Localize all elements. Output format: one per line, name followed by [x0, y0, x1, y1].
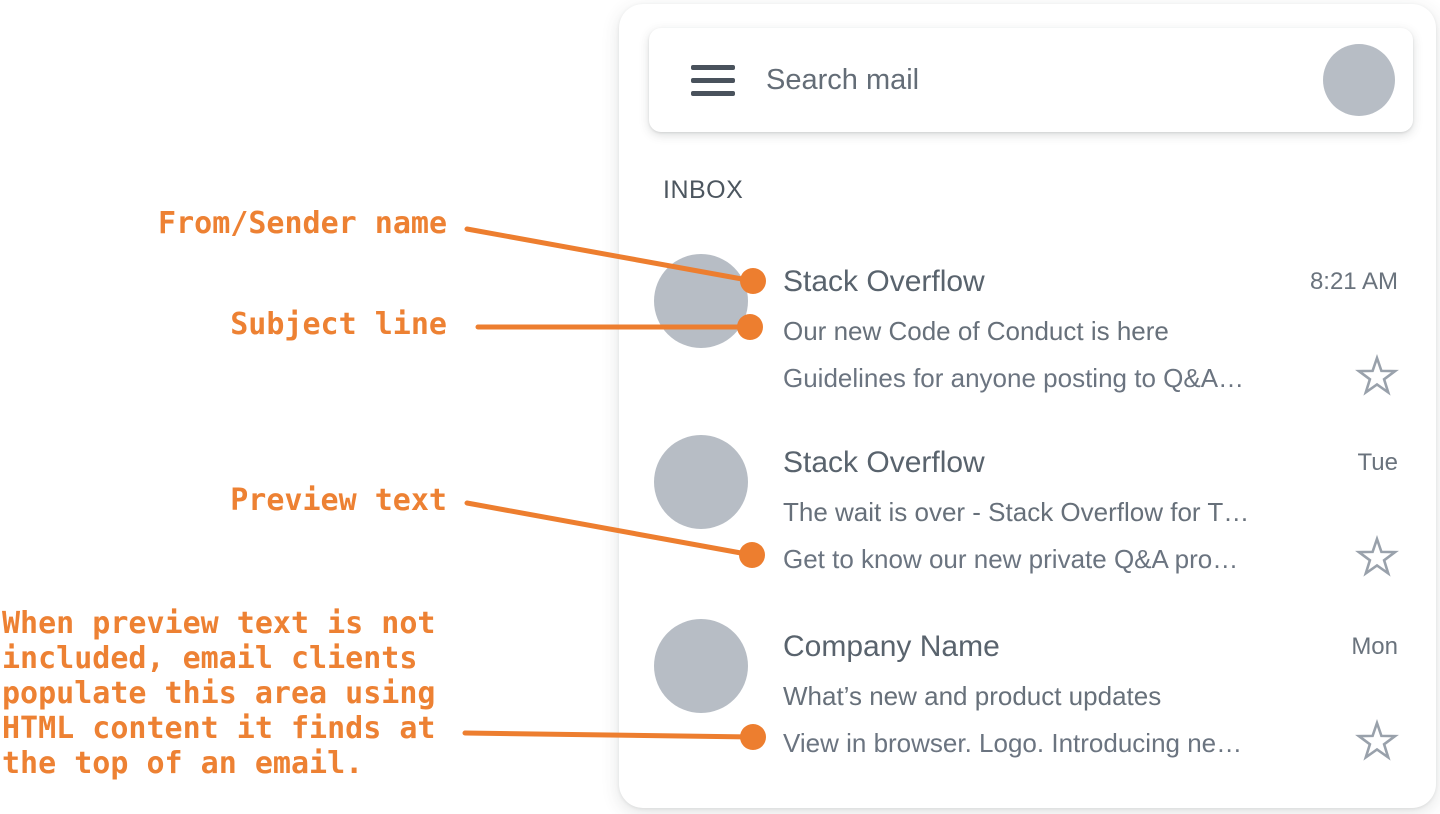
star-outline-icon[interactable]	[1355, 535, 1399, 579]
email-preview: Guidelines for anyone posting to Q&A…	[783, 363, 1245, 393]
mail-app-card: INBOX Stack Overflow 8:21 AM Our new Cod…	[619, 4, 1436, 808]
email-sender: Company Name	[783, 630, 1000, 663]
email-preview: View in browser. Logo. Introducing ne…	[783, 728, 1243, 758]
email-time: Mon	[1351, 633, 1398, 660]
annotation-note-paragraph: When preview text is not included, email…	[2, 606, 436, 781]
annotation-subject-label: Subject line	[230, 307, 447, 342]
email-time: 8:21 AM	[1309, 268, 1398, 295]
search-input[interactable]	[766, 63, 1323, 97]
email-time: Tue	[1357, 449, 1398, 476]
email-row[interactable]: Stack Overflow 8:21 AM Our new Code of C…	[619, 254, 1436, 414]
sender-avatar	[654, 435, 748, 529]
profile-avatar[interactable]	[1323, 44, 1395, 116]
search-bar[interactable]	[649, 28, 1413, 132]
hamburger-icon[interactable]	[691, 64, 735, 96]
annotation-from-sender-label: From/Sender name	[158, 206, 447, 241]
email-preview: Get to know our new private Q&A pro…	[783, 544, 1239, 574]
sender-avatar	[654, 254, 748, 348]
email-row[interactable]: Stack Overflow Tue The wait is over - St…	[619, 435, 1436, 595]
sender-avatar	[654, 619, 748, 713]
email-subject: What’s new and product updates	[783, 681, 1162, 711]
annotation-preview-label: Preview text	[230, 483, 447, 518]
star-outline-icon[interactable]	[1355, 719, 1399, 763]
email-subject: Our new Code of Conduct is here	[783, 316, 1169, 346]
email-row[interactable]: Company Name Mon What’s new and product …	[619, 619, 1436, 779]
email-subject: The wait is over - Stack Overflow for T…	[783, 497, 1250, 527]
inbox-section-label: INBOX	[663, 176, 744, 204]
email-sender: Stack Overflow	[783, 446, 985, 479]
email-sender: Stack Overflow	[783, 265, 985, 298]
star-outline-icon[interactable]	[1355, 354, 1399, 398]
